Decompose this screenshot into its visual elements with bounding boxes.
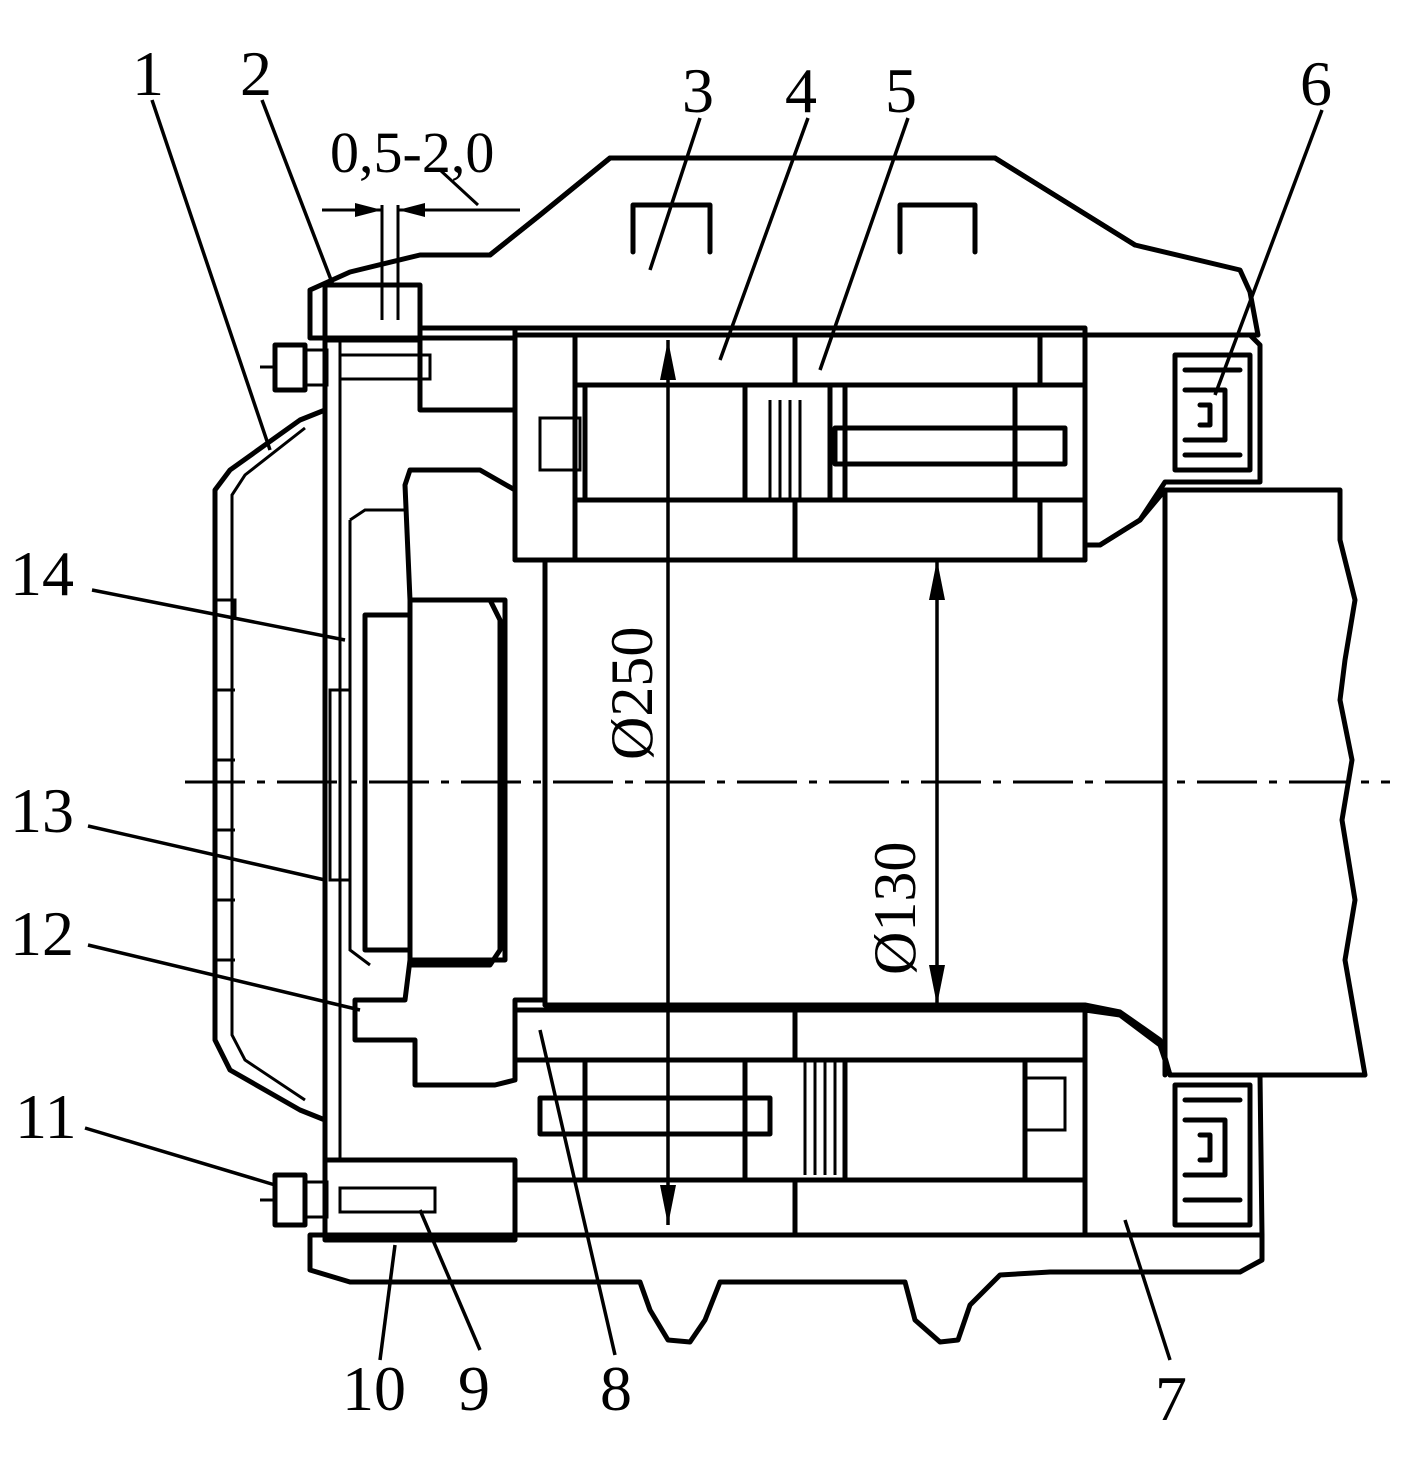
- inner-hub: [328, 467, 548, 1088]
- part-label-6: 6: [1300, 48, 1332, 119]
- end-cap-left: [322, 282, 518, 1243]
- rollers: [537, 382, 1068, 1183]
- cover: [212, 407, 328, 1123]
- bolts: [260, 342, 437, 1228]
- housing-bottom: [307, 1232, 1265, 1345]
- part-label-14: 14: [10, 538, 74, 609]
- part-label-3: 3: [682, 55, 714, 126]
- part-label-7: 7: [1155, 1363, 1187, 1434]
- part-label-4: 4: [785, 55, 817, 126]
- dimension-lines: [322, 168, 945, 1225]
- part-label-2: 2: [240, 38, 272, 109]
- gap-dimension: 0,5-2,0: [330, 120, 494, 185]
- outer-diameter-label: Ø250: [599, 627, 665, 760]
- part-label-13: 13: [10, 775, 74, 846]
- part-label-11: 11: [15, 1081, 77, 1152]
- part-label-8: 8: [600, 1353, 632, 1424]
- inner-diameter-label: Ø130: [862, 842, 928, 975]
- part-label-10: 10: [342, 1353, 406, 1424]
- part-label-1: 1: [132, 38, 164, 109]
- part-label-5: 5: [885, 55, 917, 126]
- part-labels: 1 2 3 4 5 6 7 8 9 10 11 12 13 14: [10, 38, 1332, 1434]
- labyrinth-seal: [1082, 332, 1265, 1238]
- part-label-12: 12: [10, 898, 74, 969]
- part-label-9: 9: [458, 1353, 490, 1424]
- leader-lines: [84, 99, 1324, 1361]
